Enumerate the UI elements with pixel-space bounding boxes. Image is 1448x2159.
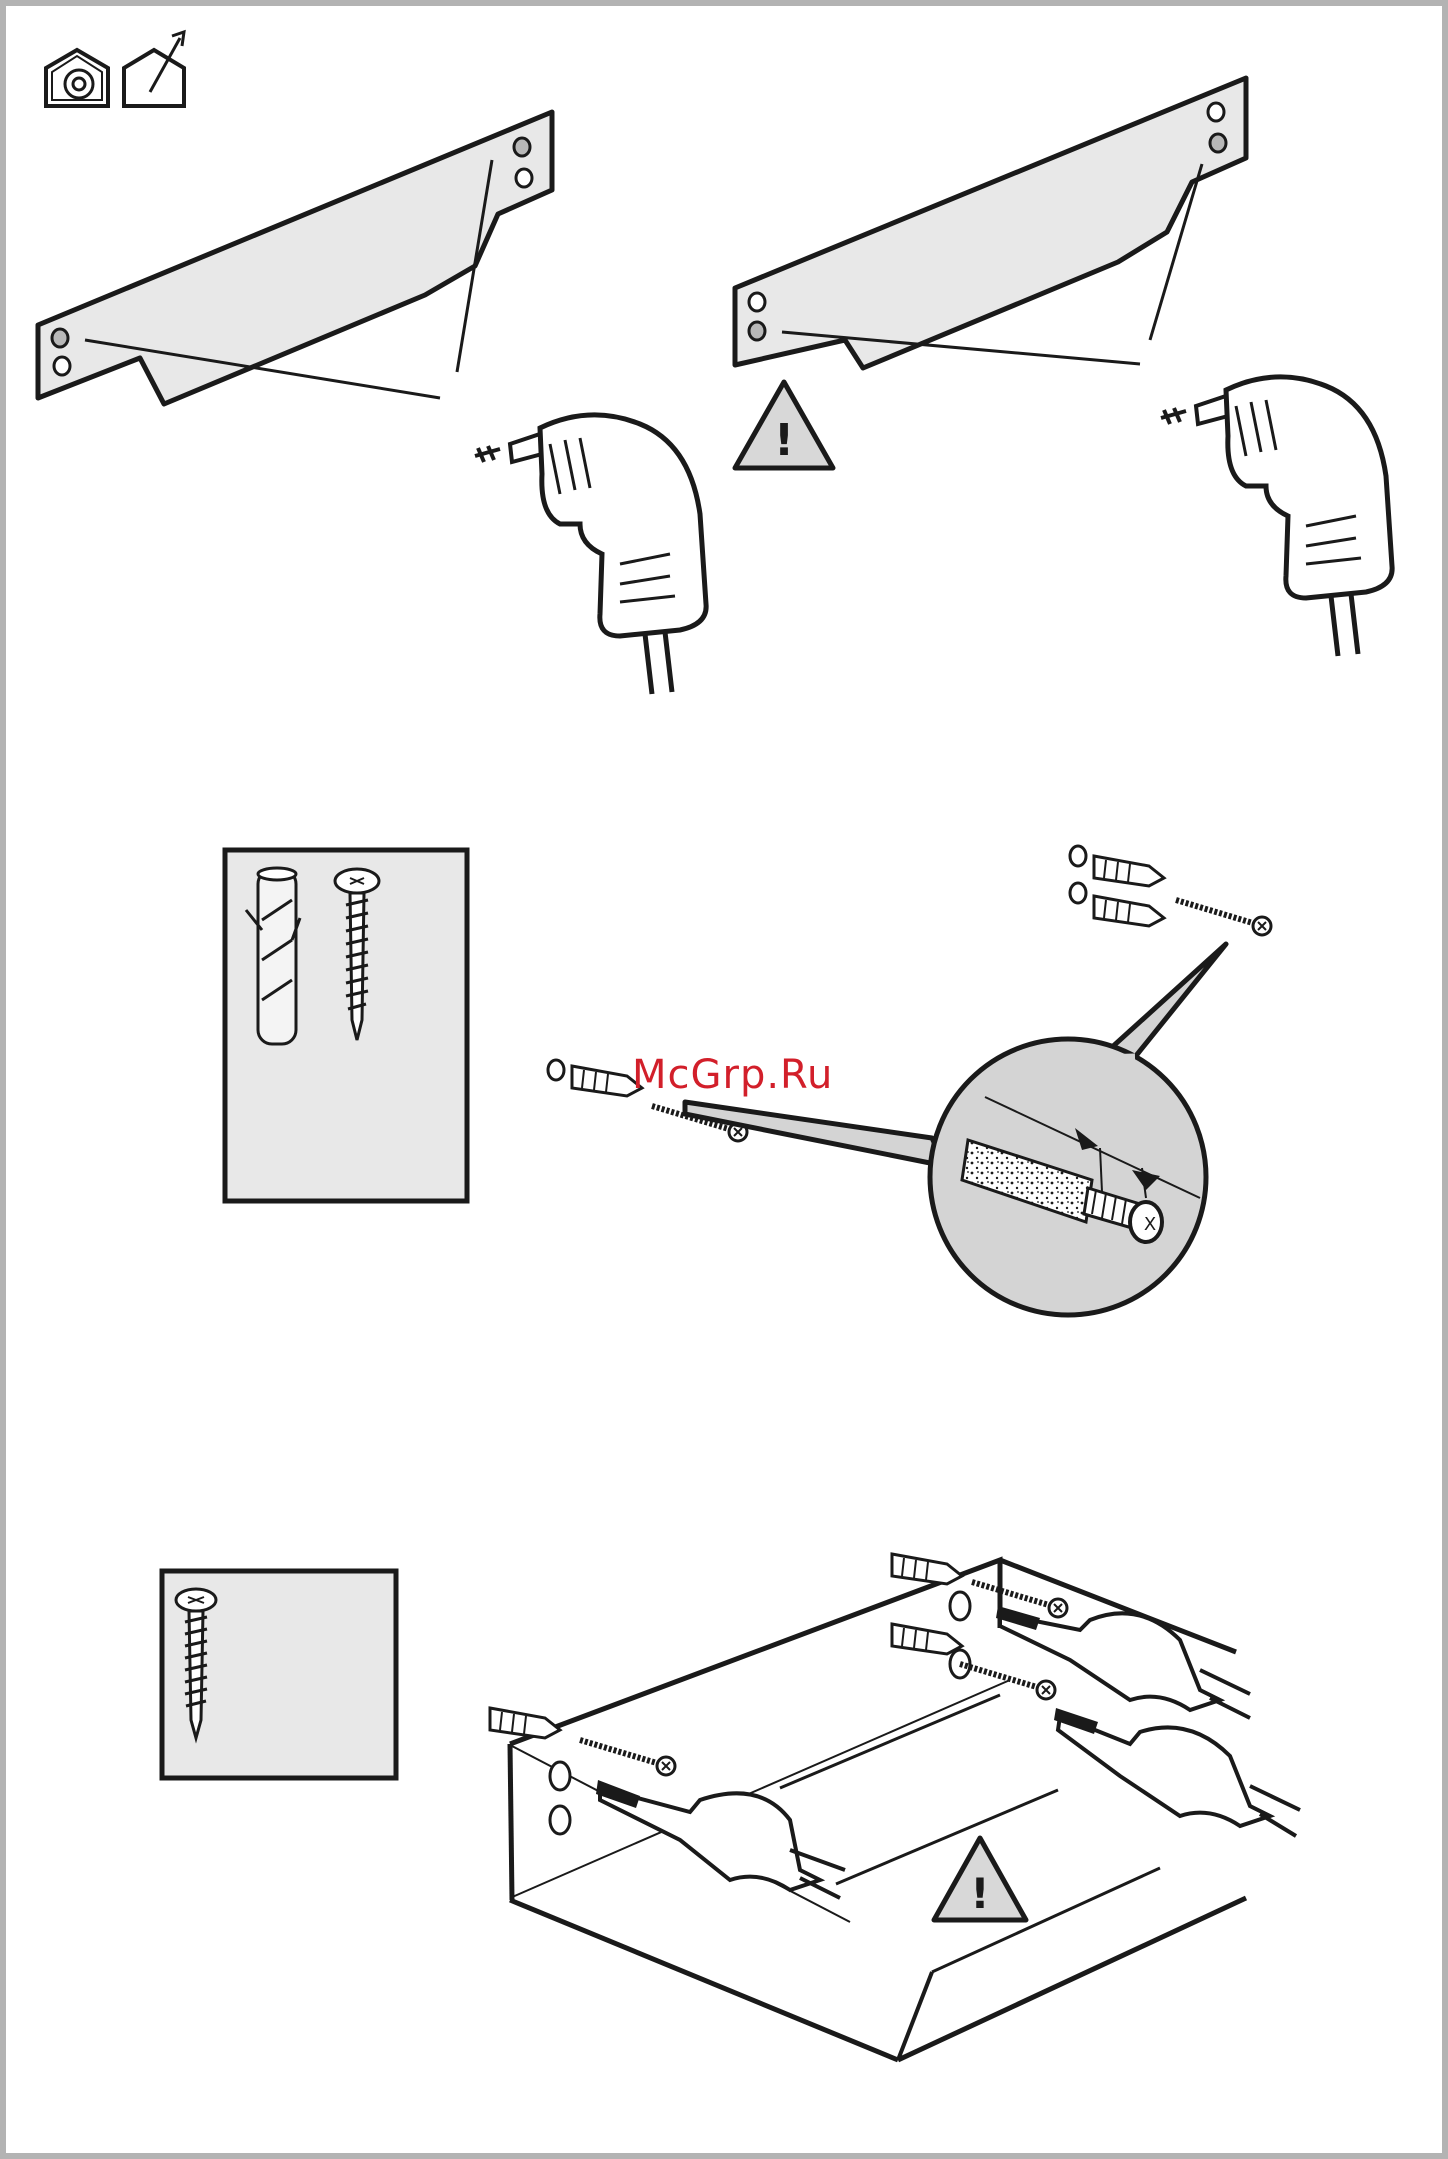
watermark: McGrp.Ru: [632, 1052, 833, 1098]
warning-mark: !: [774, 415, 794, 466]
parts-box-plug-screw: [225, 850, 467, 1201]
plug-screw-set-top: [1070, 846, 1271, 935]
detail-magnifier: X: [685, 944, 1226, 1315]
drill-icon: [1161, 377, 1392, 656]
detail-label: X: [1144, 1214, 1156, 1235]
warning-triangle-icon: !: [735, 382, 833, 468]
ducted-exhaust-mode-icon: [124, 32, 184, 106]
parts-box-screw: [162, 1571, 396, 1778]
hood-template-right: [735, 78, 1246, 368]
recirculation-mode-icon: [46, 50, 108, 106]
hood-template-left: [38, 112, 552, 404]
drill-icon: [475, 415, 706, 694]
warning-mark: !: [970, 1869, 989, 1918]
